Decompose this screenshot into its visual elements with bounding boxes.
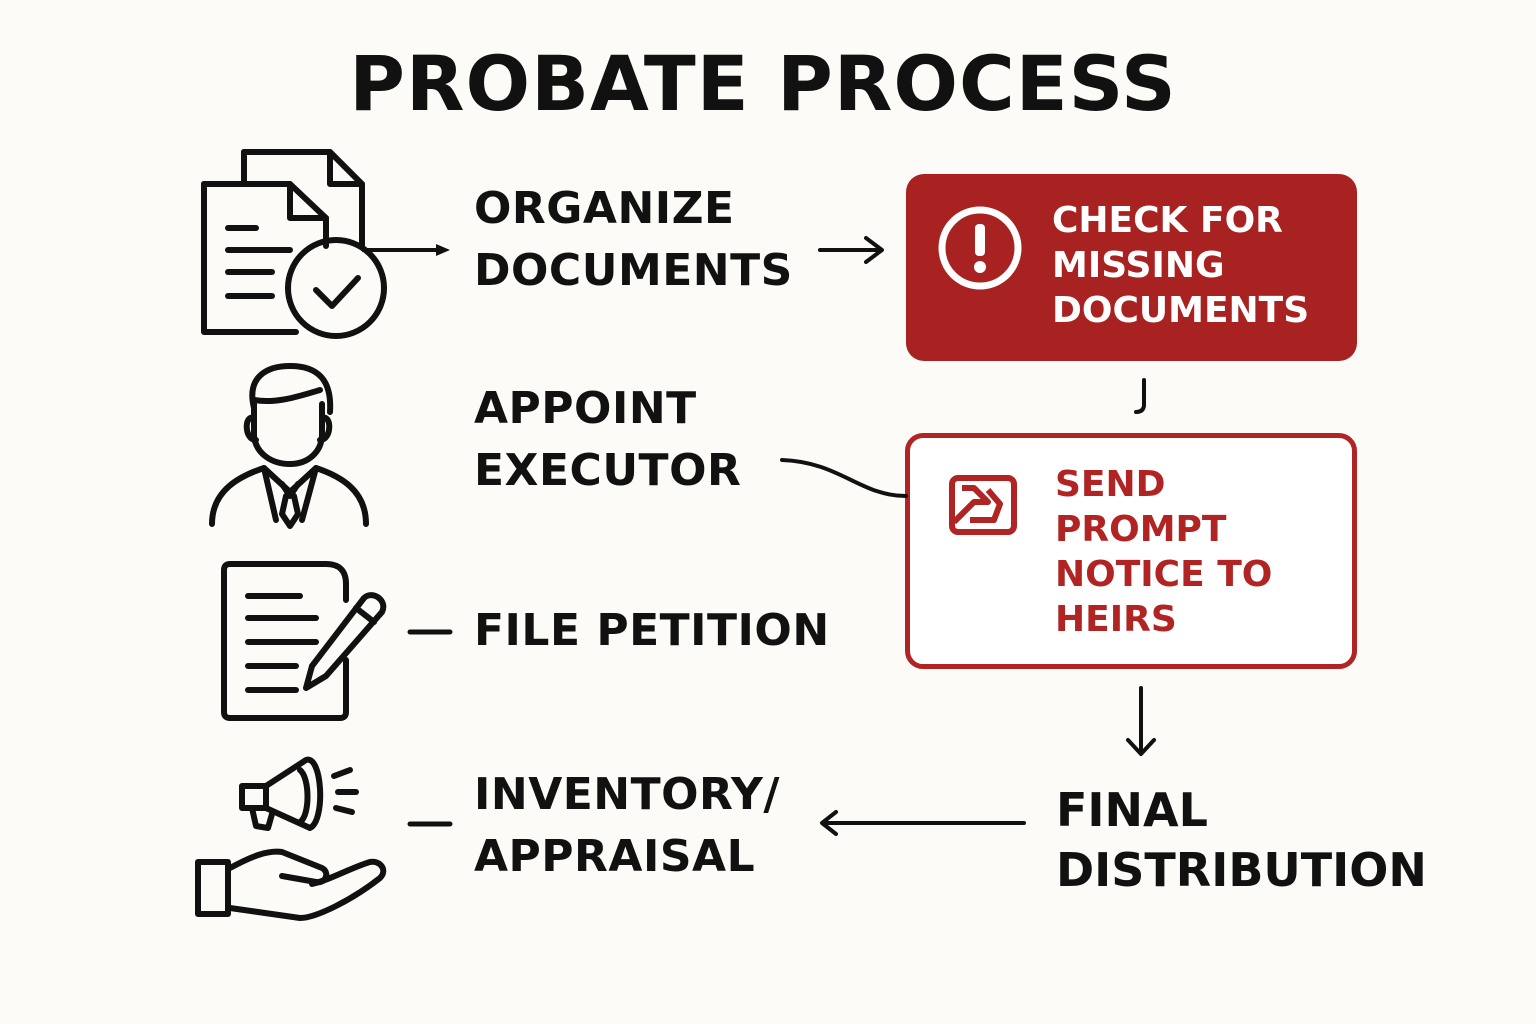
notice-line3: NOTICE TO (1055, 554, 1273, 595)
step-appoint-line2: EXECUTOR (474, 445, 742, 496)
step-file-petition: FILE PETITION (474, 600, 830, 662)
step-inventory-line1: INVENTORY/ (474, 769, 780, 820)
send-prompt-notice-text: SEND PROMPT NOTICE TO HEIRS (1055, 462, 1272, 642)
check-line1: CHECK FOR (1052, 200, 1283, 241)
step-appoint-executor: APPOINT EXECUTOR (474, 378, 741, 502)
step-inventory-appraisal: INVENTORY/ APPRAISAL (474, 764, 780, 888)
arrow-final-to-inventory (820, 810, 1026, 836)
document-pen-icon (221, 561, 387, 721)
connector-icon-to-organize (362, 244, 450, 256)
page-title: PROBATE PROCESS (0, 46, 1536, 122)
final-line1: FINAL (1056, 783, 1208, 837)
arrow-organize-to-check (818, 236, 884, 264)
check-missing-documents-text: CHECK FOR MISSING DOCUMENTS (1052, 198, 1309, 333)
exclamation-icon (938, 206, 1022, 290)
step-petition-line1: FILE PETITION (474, 605, 830, 656)
notice-line4: HEIRS (1055, 599, 1177, 640)
notice-line2: PROMPT (1055, 509, 1227, 550)
check-line2: MISSING (1052, 245, 1225, 286)
notice-line1: SEND (1055, 464, 1166, 505)
arrow-box-icon (949, 475, 1017, 535)
final-distribution: FINAL DISTRIBUTION (1056, 780, 1427, 900)
check-line3: DOCUMENTS (1052, 290, 1310, 331)
connector-check-to-notice (1134, 378, 1146, 414)
step-appoint-line1: APPOINT (474, 383, 697, 434)
step-organize-line2: DOCUMENTS (474, 245, 793, 296)
final-line2: DISTRIBUTION (1056, 843, 1427, 897)
arrow-notice-to-final (1126, 686, 1156, 756)
send-prompt-notice-box: SEND PROMPT NOTICE TO HEIRS (905, 433, 1357, 669)
page-title-text: PROBATE PROCESS (349, 39, 1177, 128)
step-inventory-line2: APPRAISAL (474, 831, 756, 882)
step-organize-line1: ORGANIZE (474, 183, 735, 234)
connector-appoint-to-notice (780, 458, 908, 498)
person-suit-icon (209, 363, 369, 529)
step-organize-documents: ORGANIZE DOCUMENTS (474, 178, 793, 302)
megaphone-hand-icon (195, 756, 387, 921)
documents-check-icon (201, 149, 387, 339)
check-missing-documents-box: CHECK FOR MISSING DOCUMENTS (906, 174, 1357, 361)
